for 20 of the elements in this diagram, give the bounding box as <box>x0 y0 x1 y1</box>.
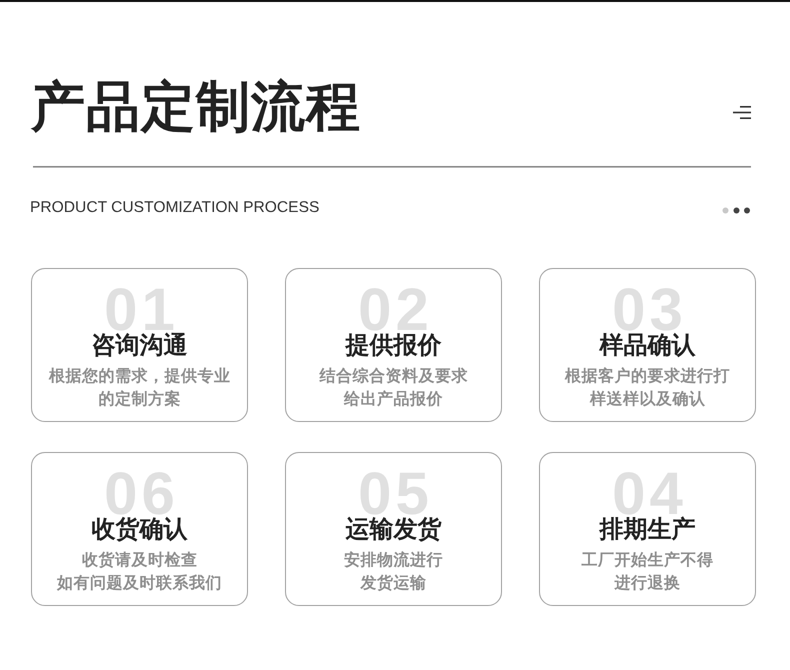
step-card <box>285 268 502 422</box>
step-description: 收货请及时检查如有问题及时联系我们 <box>57 549 222 594</box>
step-title: 提供报价 <box>346 331 442 359</box>
step-card <box>31 268 248 422</box>
step-title: 样品确认 <box>600 331 696 359</box>
step-title: 收货确认 <box>92 515 188 543</box>
step-description: 根据客户的要求进行打样送样以及确认 <box>565 365 730 410</box>
step-description: 根据您的需求，提供专业的定制方案 <box>48 365 230 410</box>
subtitle: PRODUCT CUSTOMIZATION PROCESS <box>30 198 320 218</box>
step-card <box>539 268 756 422</box>
step-card <box>285 452 502 606</box>
step-description: 工厂开始生产不得进行退换 <box>582 549 714 594</box>
step-description: 结合综合资料及要求给出产品报价 <box>319 365 468 410</box>
step-card <box>539 452 756 606</box>
page-title: 产品定制流程 <box>31 77 361 137</box>
step-title: 运输发货 <box>346 515 442 543</box>
step-card <box>31 452 248 606</box>
step-description: 安排物流进行发货运输 <box>344 549 443 594</box>
step-title: 咨询沟通 <box>92 331 188 359</box>
step-title: 排期生产 <box>600 515 696 543</box>
